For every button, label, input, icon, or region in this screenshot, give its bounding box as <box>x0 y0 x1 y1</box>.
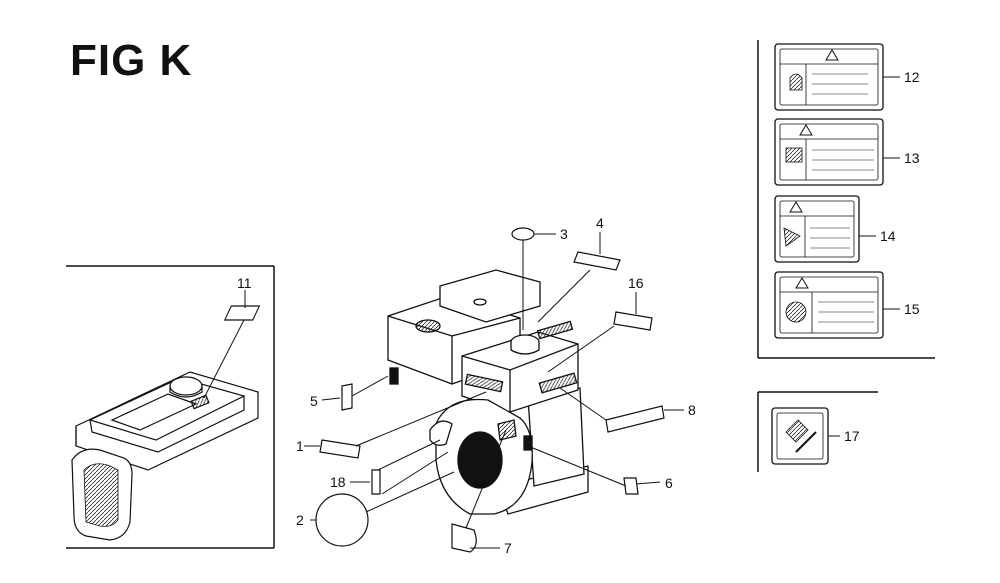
callout-17: 17 <box>844 428 860 444</box>
callout-8: 8 <box>688 402 696 418</box>
engine-assembly <box>387 269 589 515</box>
leader-lines <box>304 76 900 549</box>
label-panel-frame <box>757 40 935 472</box>
decal-8-icon <box>605 405 665 433</box>
callout-16: 16 <box>628 275 644 291</box>
callout-3: 3 <box>560 226 568 242</box>
safety-label-13 <box>774 118 884 186</box>
decal-3-icon <box>511 227 535 241</box>
callout-12: 12 <box>904 69 920 85</box>
decal-16-icon <box>613 311 653 331</box>
callout-1: 1 <box>296 438 304 454</box>
callout-13: 13 <box>904 150 920 166</box>
callout-6: 6 <box>665 475 673 491</box>
safety-label-15 <box>774 271 884 339</box>
fuel-label-17 <box>771 407 829 465</box>
loose-decals <box>315 227 665 553</box>
decal-4-icon <box>573 251 621 271</box>
decal-6-icon <box>623 477 639 495</box>
decal-5-icon <box>341 383 353 411</box>
warning-triangle-icon <box>825 49 839 61</box>
callout-5: 5 <box>310 393 318 409</box>
decal-1-icon <box>319 439 361 459</box>
callout-7: 7 <box>504 540 512 556</box>
callout-2: 2 <box>296 512 304 528</box>
decal-2-icon <box>315 493 369 547</box>
callout-15: 15 <box>904 301 920 317</box>
figure-title: FIG K <box>70 36 193 85</box>
fuel-tank-inset <box>66 265 275 549</box>
callout-4: 4 <box>596 215 604 231</box>
fuel-can-icon <box>785 419 809 443</box>
callout-18: 18 <box>330 474 346 490</box>
callout-labels: 1 2 3 4 5 6 7 8 11 12 13 14 15 16 17 18 <box>237 69 920 556</box>
decal-11-icon <box>223 305 261 321</box>
callout-14: 14 <box>880 228 896 244</box>
decal-18-icon <box>371 469 381 495</box>
decal-7-icon <box>451 523 477 553</box>
callout-11: 11 <box>237 275 252 291</box>
safety-label-12 <box>774 43 884 111</box>
safety-label-14 <box>774 195 860 263</box>
